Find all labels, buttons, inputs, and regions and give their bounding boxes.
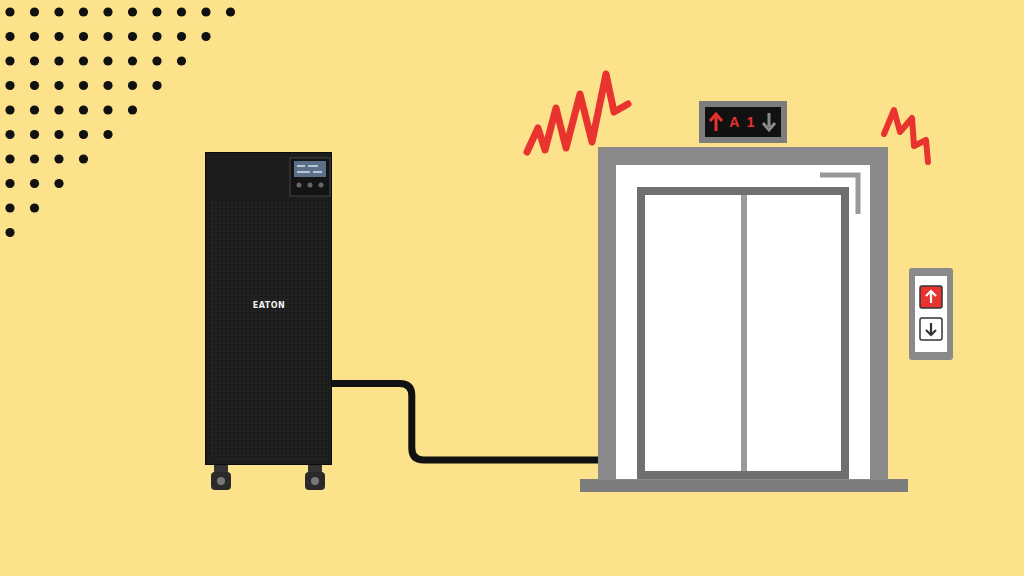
floor-indicator: A 1 [727,114,758,130]
brand-logo: EATON [253,302,286,310]
power-cable [332,384,598,460]
shake-mark [527,74,628,152]
dot-pattern [5,7,235,237]
shake-mark [884,110,928,162]
ups-wheels [211,462,325,490]
elevator [580,101,953,492]
elevator-door: A 1 [598,147,888,480]
ups-cabinet: EATON [205,152,332,465]
